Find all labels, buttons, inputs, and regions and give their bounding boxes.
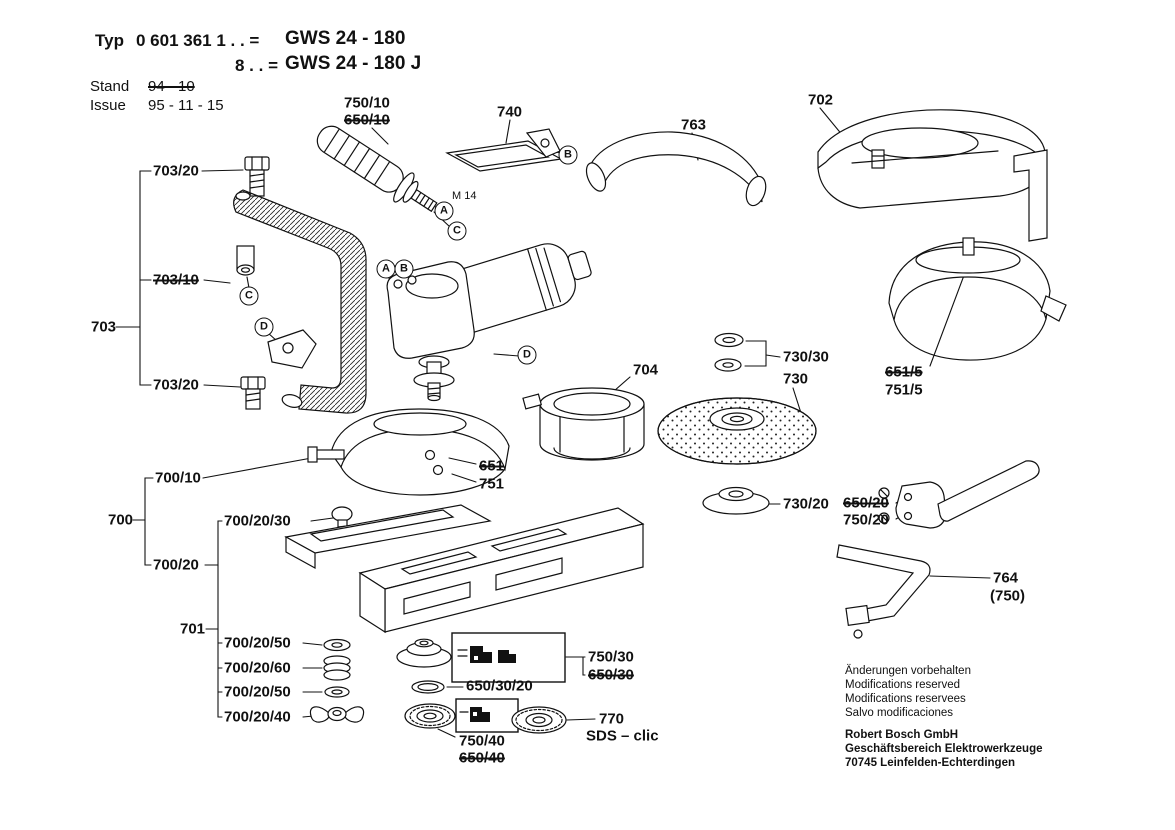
notice-line: Modifications reserved	[845, 679, 961, 691]
part-flange-730-20	[702, 486, 770, 515]
part-guide-assembly-700	[284, 504, 645, 634]
company-block: Robert Bosch GmbH Geschäftsbereich Elekt…	[845, 728, 1043, 770]
part-flange-750-30	[396, 638, 452, 668]
typ-code: 0 601 361 1 . . =	[136, 31, 260, 50]
part-extraction-hood-702	[817, 109, 1048, 242]
part-grinder-body	[386, 243, 592, 402]
notice-line: Änderungen vorbehalten	[845, 665, 971, 677]
part-clamping-nut-750-40	[404, 703, 456, 729]
company-line: 70745 Leinfelden-Echterdingen	[845, 757, 1015, 769]
part-pin-wrench-750-20	[878, 460, 1040, 529]
issue-label: Issue	[90, 97, 126, 114]
part-side-handle-750-10	[316, 125, 438, 213]
part-hose-763	[585, 131, 767, 207]
part-inset-box-750-30	[451, 632, 566, 683]
part-sds-clic-nut-770	[511, 706, 567, 734]
company-line: Robert Bosch GmbH	[845, 729, 959, 741]
part-guard-751-5	[888, 237, 1067, 361]
part-bolt-703-20-bottom	[240, 376, 266, 410]
part-washer-700-20-50-b	[324, 686, 350, 698]
model-primary: GWS 24 - 180	[285, 28, 406, 49]
typ-label: Typ	[95, 31, 124, 50]
part-bracket-703	[267, 329, 317, 369]
company-line: Geschäftsbereich Elektrowerkzeuge	[845, 743, 1043, 755]
part-angle-wrench-764	[836, 544, 931, 639]
notice-line: Salvo modificaciones	[845, 707, 954, 719]
part-grinding-disc-730	[657, 397, 817, 465]
part-inset-box-750-40	[455, 698, 519, 733]
stand-label: Stand	[90, 78, 130, 95]
model-secondary: GWS 24 - 180 J	[285, 53, 422, 74]
typ-code-2: 8 . . =	[235, 56, 278, 75]
part-spring-700-20-60	[323, 655, 351, 681]
part-clamp-ring-704	[522, 387, 645, 461]
part-wing-nut-700-20-40	[309, 706, 365, 723]
part-guard-751	[307, 408, 510, 496]
part-plate-740	[445, 128, 563, 172]
stand-value: 94 - 10	[148, 78, 195, 95]
part-bolt-703-20-top	[244, 156, 270, 197]
part-loop-handle-703	[233, 189, 367, 414]
part-washer-700-20-50-a	[323, 638, 351, 652]
part-o-ring-650-30-20	[411, 680, 445, 694]
part-washers-730-30	[714, 332, 744, 372]
notice-line: Modifications reservees	[845, 693, 966, 705]
issue-value: 95 - 11 - 15	[148, 97, 224, 114]
footer-block: Änderungen vorbehalten Modifications res…	[845, 664, 1043, 770]
